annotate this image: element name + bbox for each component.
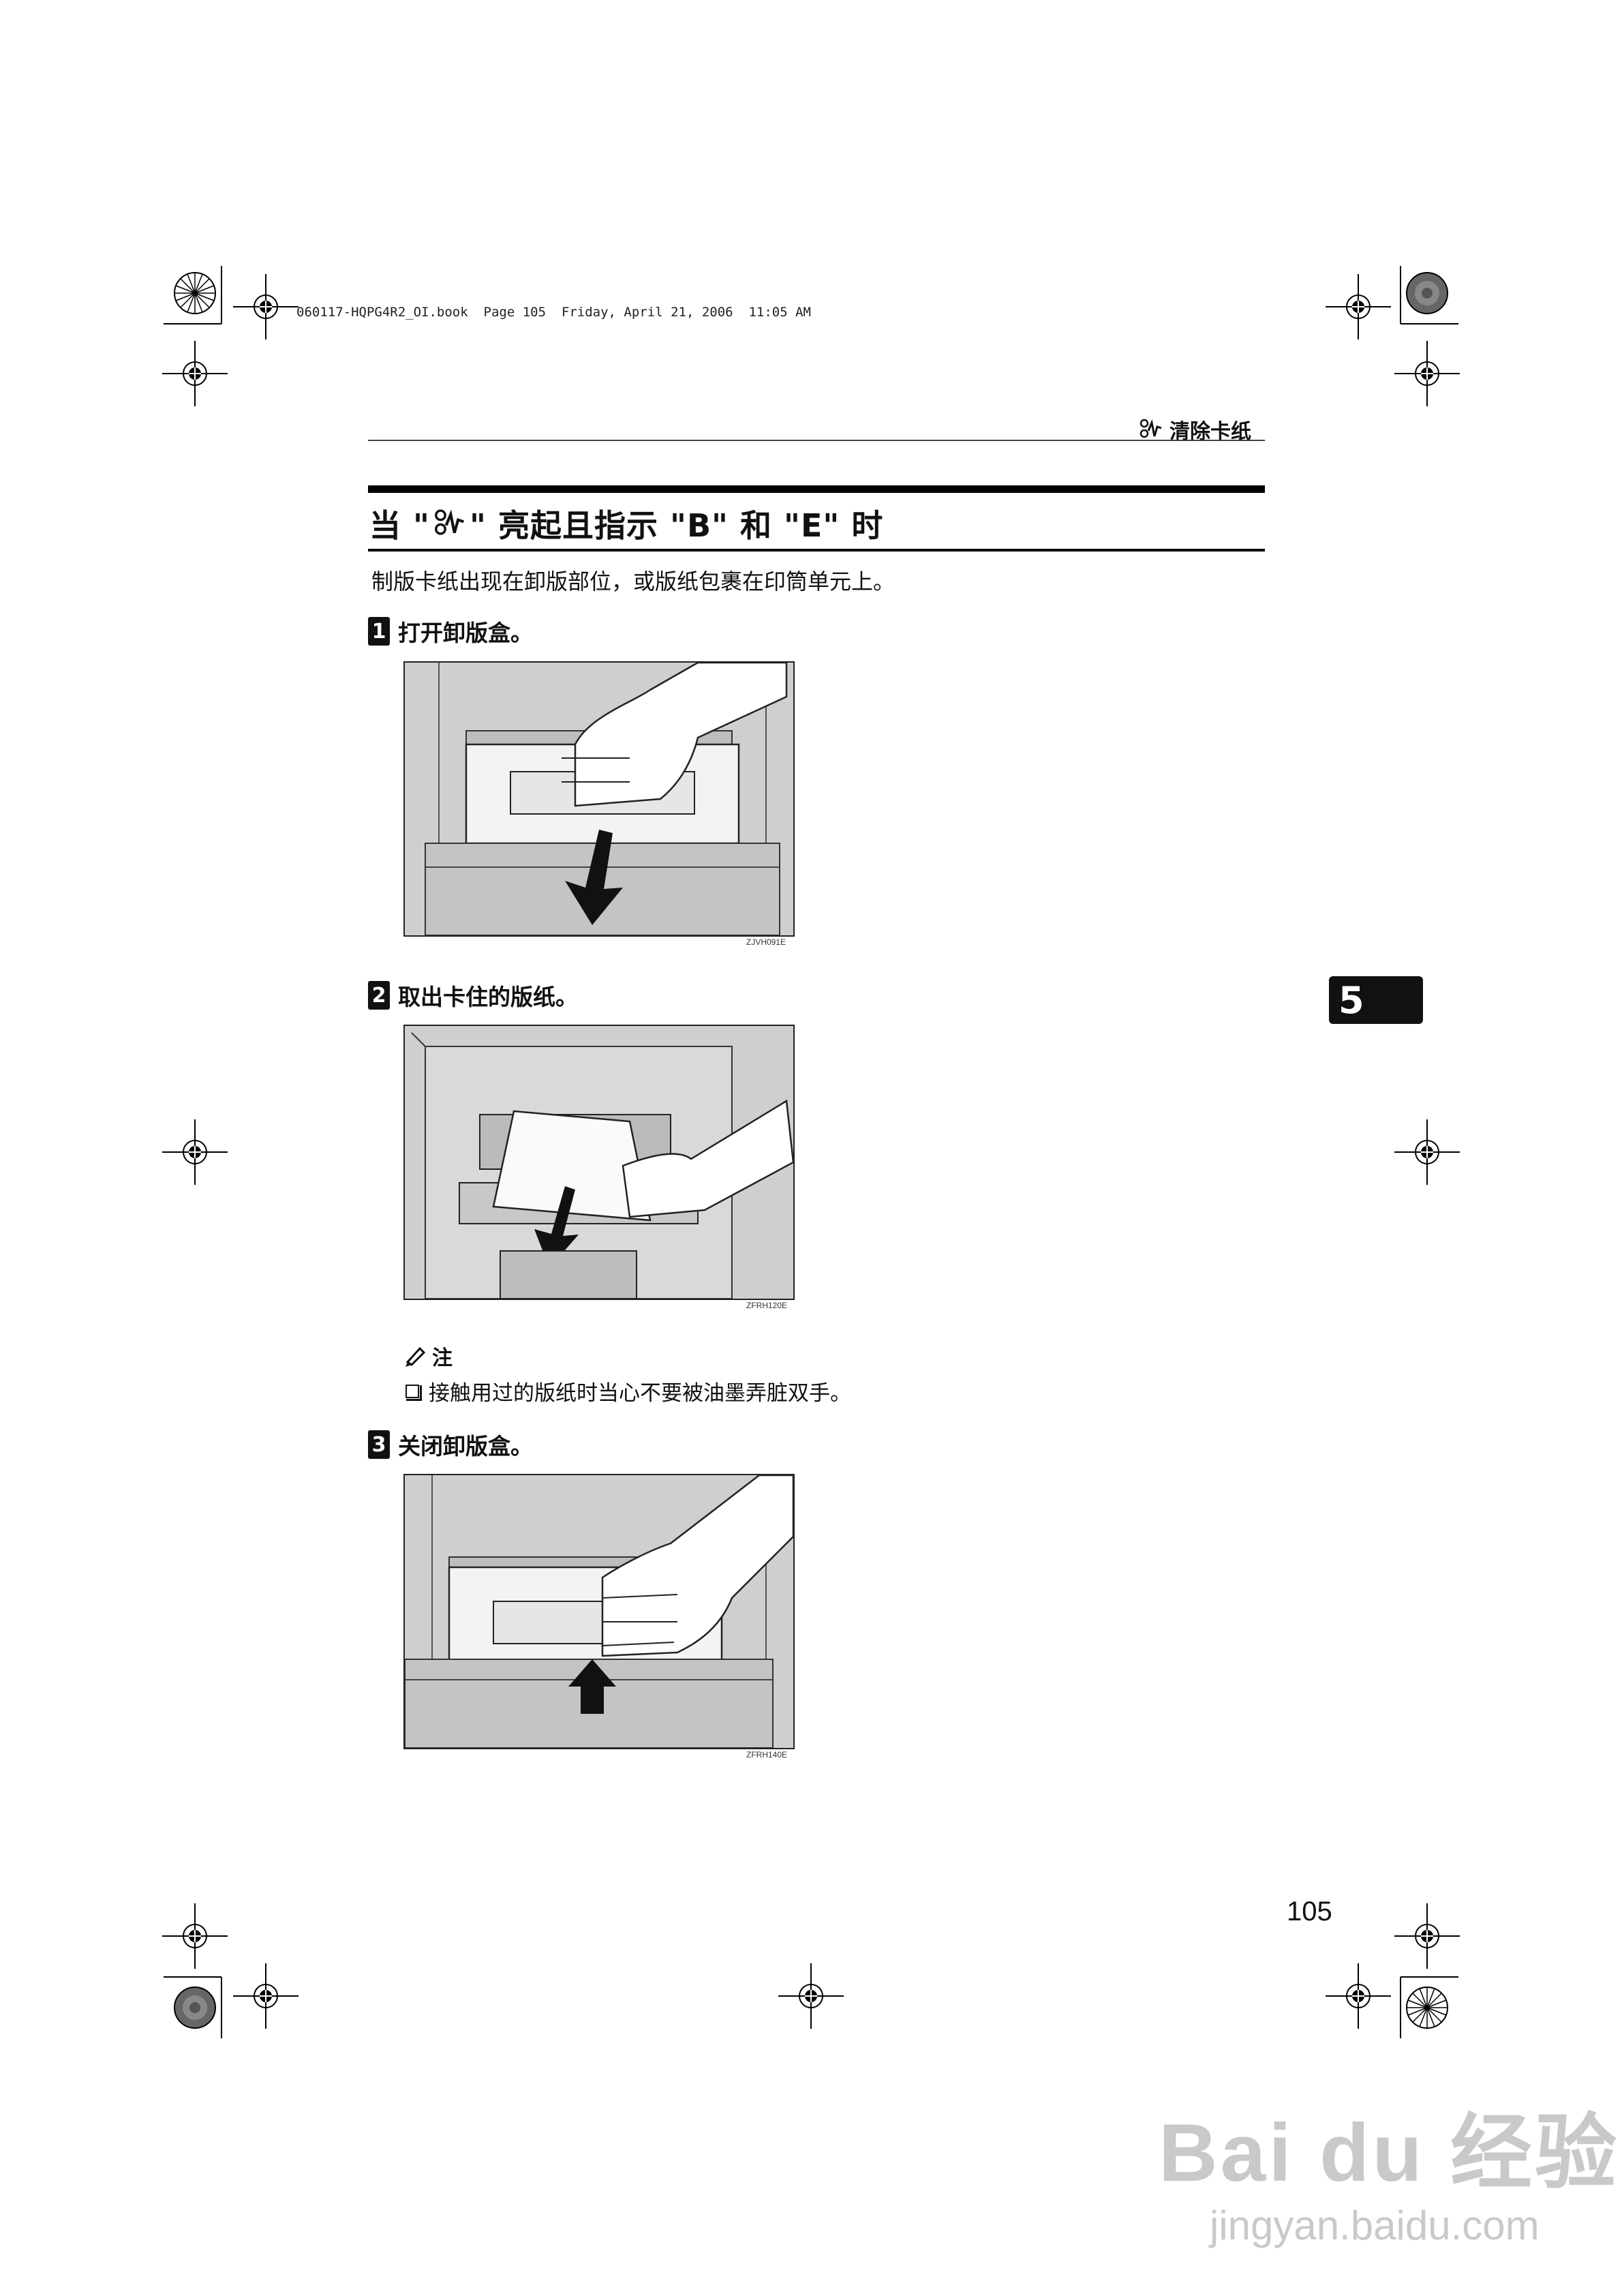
title-bar bbox=[368, 485, 1265, 493]
figure-remove-paper bbox=[403, 1025, 795, 1300]
step-number: 3 bbox=[368, 1430, 390, 1459]
note-heading: 注 bbox=[403, 1341, 453, 1371]
title-rule bbox=[368, 549, 1265, 552]
paper-jam-icon bbox=[434, 509, 464, 535]
intro-text: 制版卡纸出现在卸版部位，或版纸包裹在印筒单元上。 bbox=[371, 569, 896, 594]
step-number: 2 bbox=[368, 981, 390, 1010]
step-text: 取出卡住的版纸。 bbox=[398, 984, 578, 1010]
figure-code: ZFRH120E bbox=[746, 1301, 788, 1310]
watermark-url: jingyan.baidu.com bbox=[1210, 2203, 1540, 2248]
header-rule bbox=[368, 440, 1265, 441]
print-slug: 060117-HQPG4R2_OI.book Page 105 Friday, … bbox=[296, 305, 811, 320]
figure-close-box bbox=[403, 1474, 795, 1749]
figure-code: ZFRH140E bbox=[746, 1750, 788, 1759]
pencil-icon bbox=[406, 1346, 426, 1367]
step-text: 打开卸版盒。 bbox=[398, 620, 533, 646]
section-title-suffix: " 亮起且指示 "B" 和 "E" 时 bbox=[469, 507, 884, 544]
checkbox-icon bbox=[406, 1384, 422, 1401]
section-title: 当 " " 亮起且指示 "B" 和 "E" 时 bbox=[369, 501, 883, 546]
paper-jam-icon bbox=[1139, 419, 1162, 438]
figure-open-box bbox=[403, 661, 795, 937]
note-text: 接触用过的版纸时当心不要被油墨弄脏双手。 bbox=[429, 1381, 851, 1406]
section-title-prefix: 当 " bbox=[369, 507, 430, 544]
step-1: 1 打开卸版盒。 bbox=[368, 615, 533, 648]
note-item: 接触用过的版纸时当心不要被油墨弄脏双手。 bbox=[406, 1376, 851, 1406]
watermark-brand: Bai du 经验 bbox=[1159, 2107, 1620, 2199]
step-3: 3 关闭卸版盒。 bbox=[368, 1428, 533, 1461]
step-text: 关闭卸版盒。 bbox=[398, 1433, 533, 1460]
step-2: 2 取出卡住的版纸。 bbox=[368, 979, 578, 1012]
page-number: 105 bbox=[1287, 1897, 1332, 1927]
step-number: 1 bbox=[368, 617, 390, 646]
chapter-tab: 5 bbox=[1329, 976, 1423, 1024]
figure-code: ZJVH091E bbox=[746, 937, 786, 947]
note-label: 注 bbox=[432, 1346, 453, 1370]
